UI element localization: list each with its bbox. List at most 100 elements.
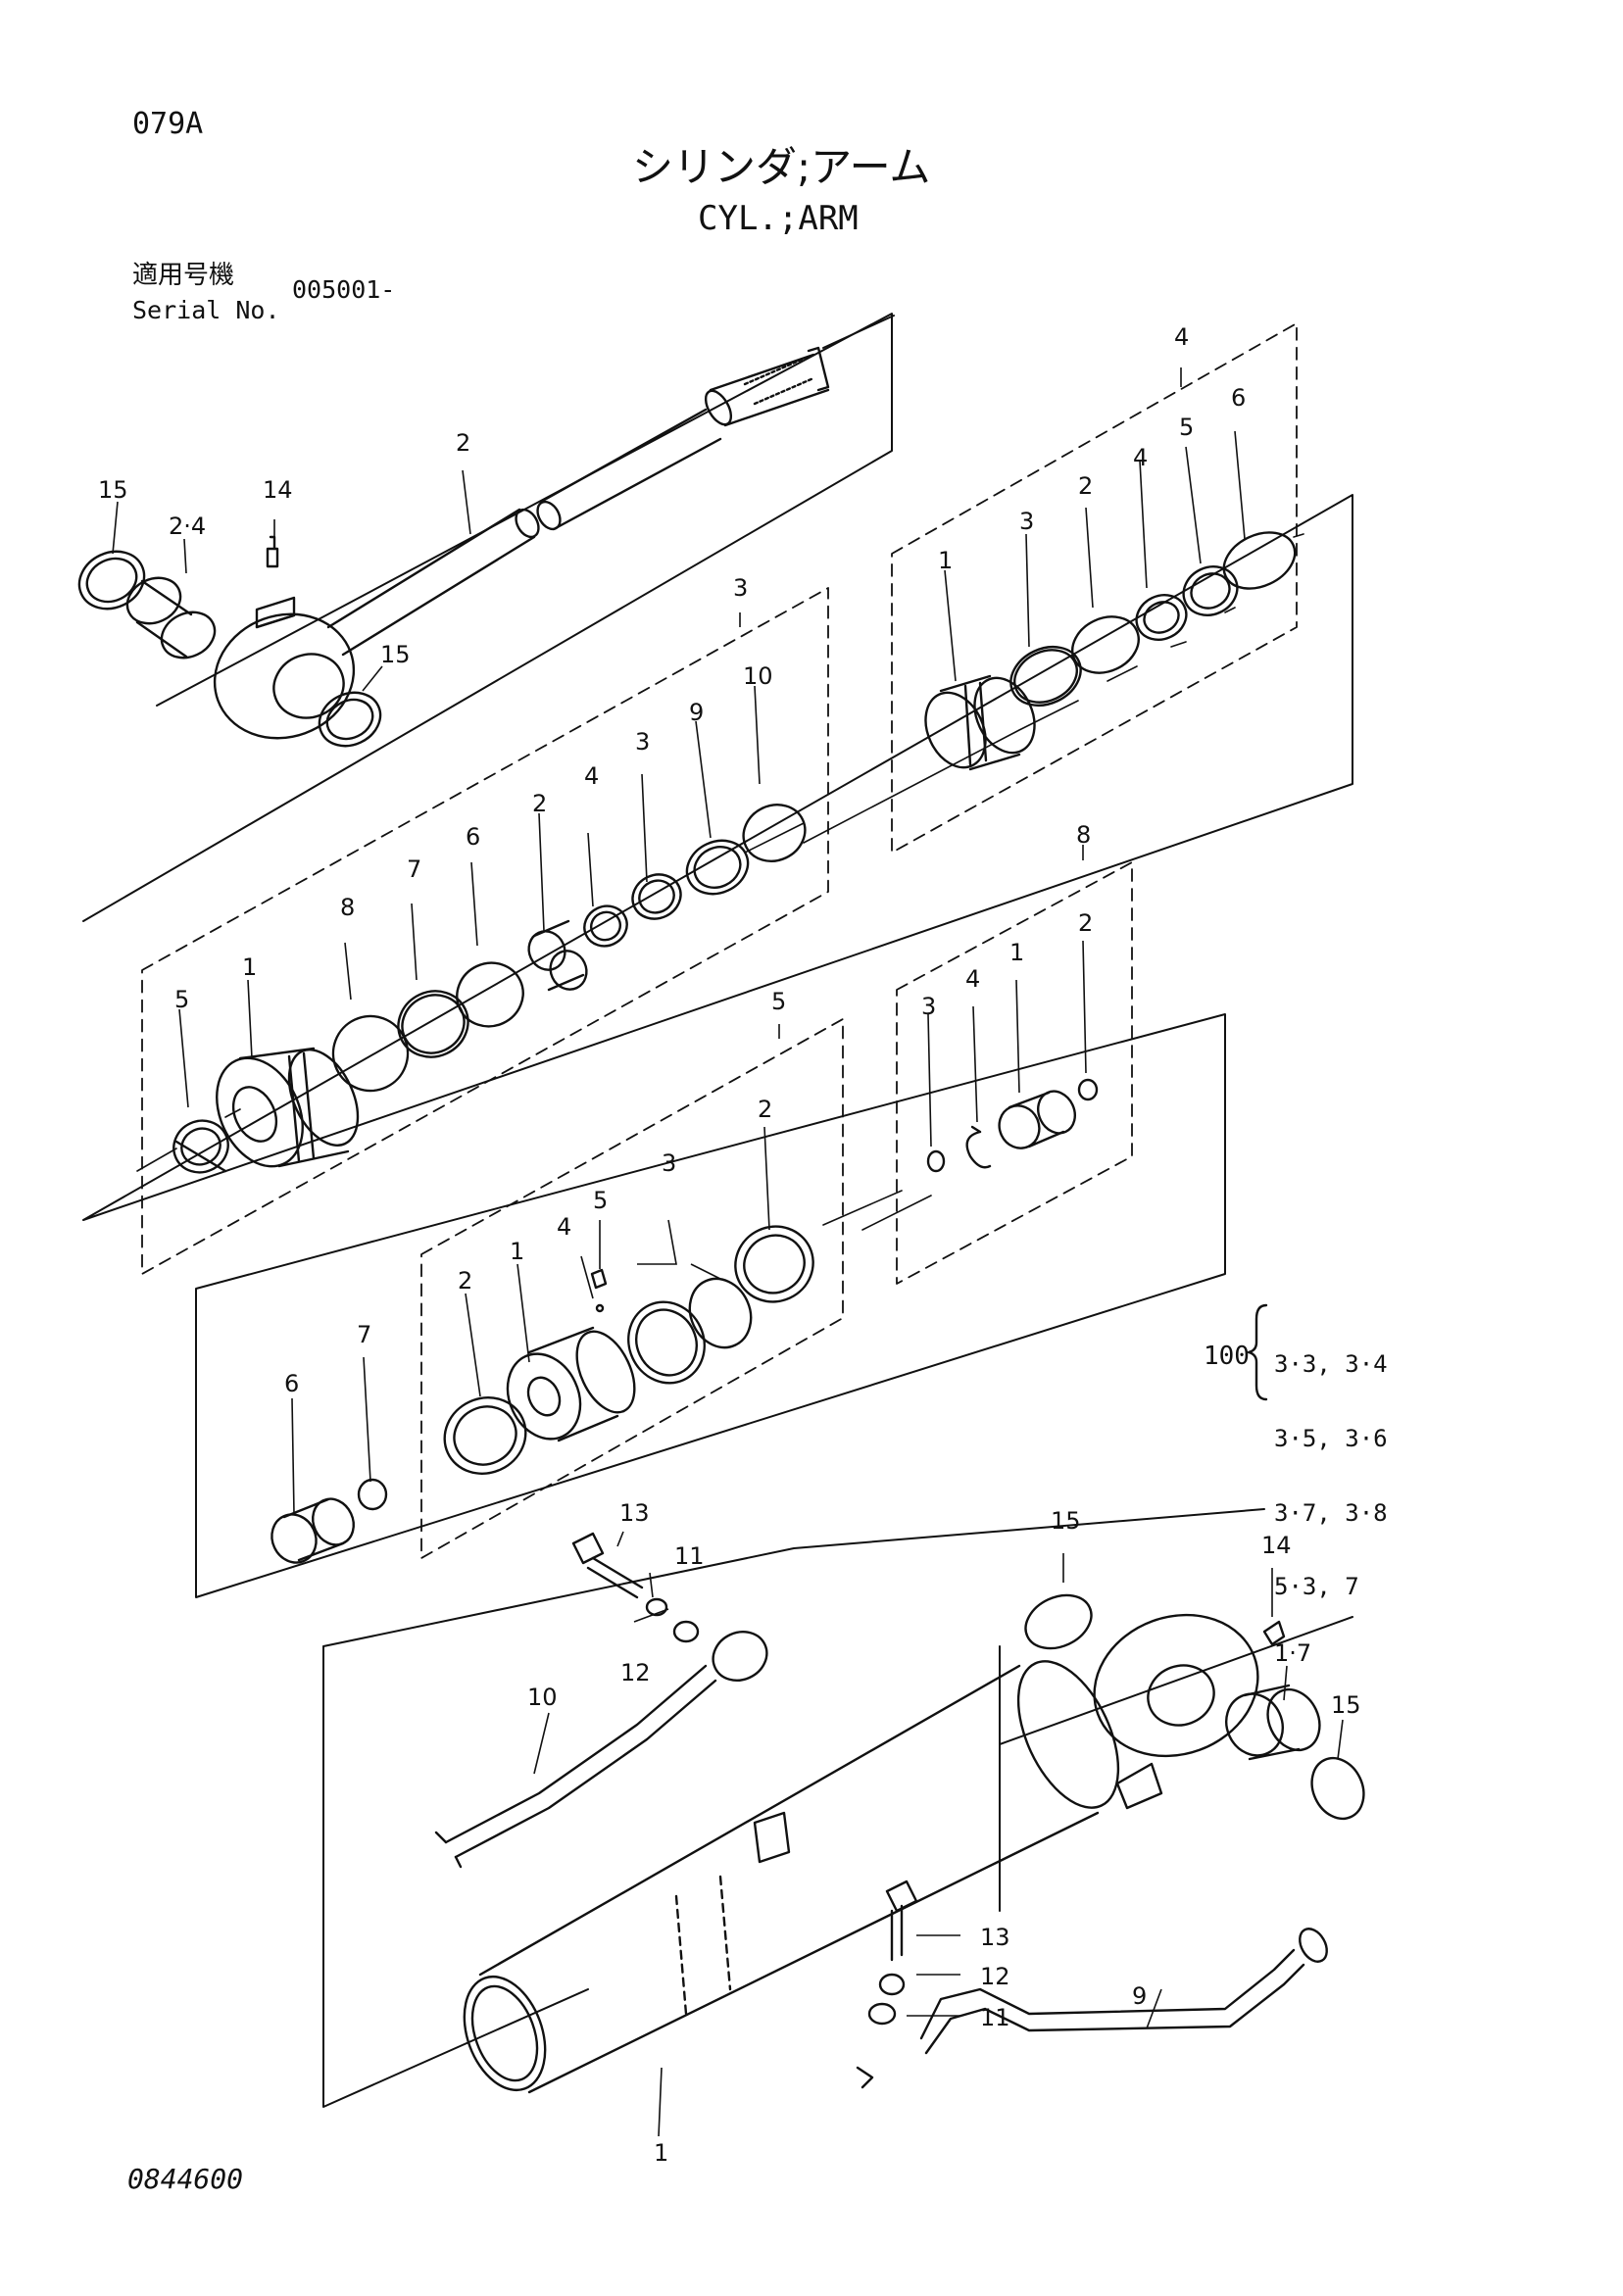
washer-part <box>878 1973 906 1996</box>
group-note-item: 3·5, 3·6 <box>1274 1424 1388 1452</box>
nut-part <box>270 1497 355 1564</box>
o-ring-part <box>1009 645 1082 708</box>
callout-label: 2 <box>456 429 470 457</box>
grease-fitting-part <box>266 535 279 568</box>
group-note-list: 3·3, 3·4 3·5, 3·6 3·7, 3·8 5·3, 7 <box>1274 1303 1388 1624</box>
callout-label: 6 <box>1231 384 1246 412</box>
callout-label: 2 <box>1078 472 1093 500</box>
small-ring-part <box>1077 1078 1099 1101</box>
o-ring-part <box>397 990 469 1058</box>
seal-ring-part <box>318 691 382 748</box>
callout-label: 1 <box>510 1238 524 1265</box>
callout-label: 8 <box>340 894 355 921</box>
washer-part <box>867 2002 897 2026</box>
callout-label: 14 <box>1261 1532 1292 1559</box>
set-screw-part <box>590 1268 608 1313</box>
wear-ring-part <box>443 1396 527 1475</box>
callout-label: 4 <box>557 1213 571 1241</box>
callout-label: 3 <box>1019 508 1034 535</box>
callout-label: 1·7 <box>1274 1639 1311 1667</box>
cylinder-tube-part <box>463 1660 1120 2094</box>
wear-ring-part <box>734 1225 814 1303</box>
seal-ring-part <box>1310 1756 1365 1821</box>
backup-ring-part <box>583 904 628 948</box>
group-3-box <box>141 587 829 1275</box>
callout-label: 6 <box>466 823 480 851</box>
group-note-item: 3·7, 3·8 <box>1274 1498 1388 1527</box>
callout-label: 5 <box>771 988 786 1015</box>
callout-label: 1 <box>654 2139 668 2167</box>
sub-assembly-outline <box>82 494 1353 1221</box>
callout-label: 15 <box>98 476 128 504</box>
callout-label: 15 <box>1051 1507 1081 1535</box>
bushing-part <box>1225 1684 1321 1761</box>
bolt-part <box>885 1880 918 1962</box>
lower-assembly-outline <box>322 1508 1353 2108</box>
wear-ring-part <box>1182 565 1239 616</box>
cylinder-head-part <box>216 1047 360 1168</box>
callout-label: 2 <box>458 1267 472 1295</box>
washer-part <box>645 1597 668 1617</box>
seal-ring-part <box>685 839 750 896</box>
callout-label: 13 <box>619 1499 650 1527</box>
group-brace <box>1247 1303 1268 1401</box>
callout-label: 1 <box>938 547 953 574</box>
bushing-part <box>527 919 588 992</box>
piston-part <box>506 1326 636 1442</box>
callout-label: 11 <box>674 1542 705 1570</box>
port-fitting-part <box>1115 1762 1163 1810</box>
callout-label: 8 <box>1076 821 1091 849</box>
washer-part <box>672 1620 700 1643</box>
rod-assembly-outline <box>82 313 893 922</box>
retaining-ring-part <box>1222 531 1297 590</box>
page-code: 079A <box>132 107 204 141</box>
callout-label: 15 <box>380 641 411 668</box>
port-fitting-part <box>753 1811 791 1864</box>
seal-ring-part <box>627 1300 706 1385</box>
group-note-item: 5·3, 7 <box>1274 1573 1359 1601</box>
callout-label: 9 <box>689 699 704 726</box>
seal-ring-part <box>77 550 146 611</box>
callout-labels: 15 2·4 14 2 15 4 1 3 2 4 5 6 3 5 1 8 7 6… <box>98 323 1361 2167</box>
group-note-number: 100 <box>1204 1342 1250 1371</box>
callout-label: 3 <box>921 993 936 1020</box>
page-title-english: CYL.;ARM <box>698 199 859 238</box>
piston-part <box>924 674 1036 771</box>
sub-assembly-outline <box>195 1013 1226 1598</box>
pipe-lower-part <box>856 1928 1328 2089</box>
callout-label: 11 <box>980 2004 1010 2031</box>
callout-label: 1 <box>242 953 257 981</box>
callout-label: 7 <box>407 855 421 883</box>
callout-label: 4 <box>584 762 599 790</box>
callout-label: 14 <box>263 476 293 504</box>
callout-label: 5 <box>1179 414 1194 441</box>
callout-label: 2·4 <box>169 513 206 540</box>
buffer-ring-part <box>631 873 682 920</box>
small-ring-part <box>926 1149 946 1173</box>
callout-label: 4 <box>1174 323 1189 351</box>
group-4-box <box>891 322 1298 854</box>
callout-label: 4 <box>965 965 980 993</box>
callout-label: 12 <box>620 1659 651 1686</box>
callout-label: 1 <box>1009 939 1024 966</box>
backup-ring-part <box>1135 594 1188 641</box>
seal-ring-part <box>1024 1593 1093 1650</box>
snap-ring-part <box>965 1125 992 1169</box>
serial-label-japanese: 適用号機 <box>132 261 235 290</box>
callout-label: 4 <box>1133 444 1148 471</box>
bushing-part <box>998 1090 1076 1149</box>
callout-label: 3 <box>635 728 650 756</box>
piston-rod-part <box>326 346 830 657</box>
seal-ring-part <box>331 1014 410 1093</box>
dust-wiper-part <box>742 804 807 862</box>
group-8-box <box>896 861 1133 1285</box>
callout-label: 7 <box>357 1321 371 1348</box>
small-ring-part <box>357 1478 388 1511</box>
bolt-part <box>571 1532 644 1599</box>
group-5-box <box>420 1018 844 1559</box>
callout-label: 5 <box>174 986 189 1013</box>
pipe-upper-part <box>434 1631 768 1869</box>
callout-label: 15 <box>1331 1691 1361 1719</box>
bushing-part <box>125 576 217 659</box>
